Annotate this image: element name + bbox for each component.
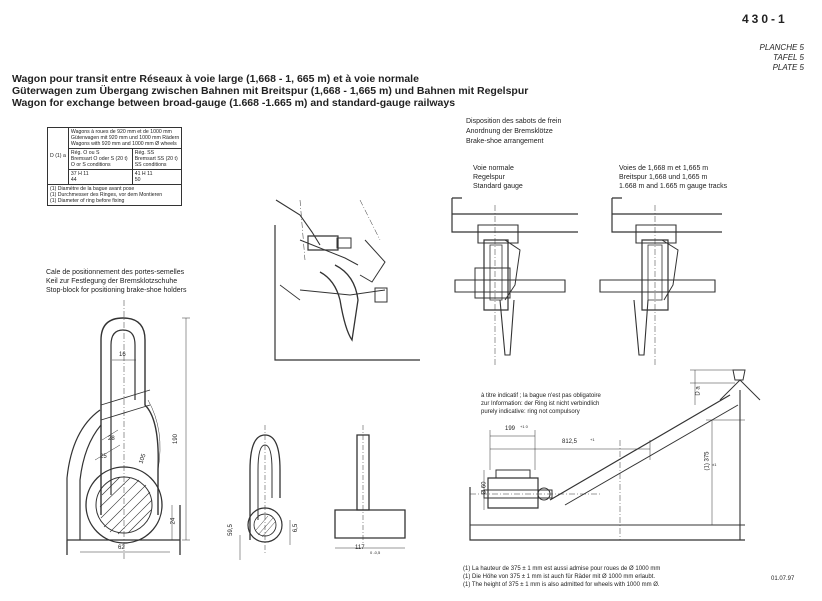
document-number: 430-1 [742,12,788,26]
stop-block-caption-fr: Cale de positionnement des portes-semell… [46,269,185,276]
broad-gauge-label-de: Breitspur 1,668 und 1,665 m [619,174,708,181]
spec-note: (1) Diamètre de la bague avant pose [50,186,135,192]
spec-header-line: Güterwagen mit 920 mm und 1000 mm Rädern [70,135,180,141]
plate-label-de: TAFEL 5 [773,53,804,62]
spec-note: (1) Diameter of ring before fixing [50,198,125,204]
broad-gauge-brake-shoe [600,198,722,365]
title-de: Güterwagen zum Übergang zwischen Bahnen … [12,85,529,97]
footnote-en: (1) The height of 375 ± 1 mm is also adm… [463,582,660,588]
spec-cell-text: Rég. O ou S [70,150,100,156]
dimension-375-tolerance: ±1 [712,462,717,467]
plate-label-fr: PLANCHE 5 [759,43,804,52]
dimension-199: 199 [505,426,516,432]
dimension-812-5-tolerance: +1 [590,437,595,442]
dimension-62: 62 [118,545,125,551]
standard-gauge-label-de: Regelspur [473,174,505,181]
standard-gauge-label-en: Standard gauge [473,183,523,190]
brake-shoe-caption-en: Brake-shoe arrangement [466,138,544,145]
spec-header: Wagons à roues de 920 mm et de 1000 mm G… [67,127,183,149]
spec-note: (1) Durchmesser des Ringes, vor dem Mont… [50,192,163,198]
spec-value: 50 [134,177,141,183]
spec-cell-text: Bremsart SS (20 t) [134,156,178,162]
footnote-de: (1) Die Höhe von 375 ± 1 mm ist auch für… [463,574,656,580]
spec-value: 41 H 11 [134,171,153,177]
spec-value: 44 [70,177,77,183]
spec-header-line: Wagons with 920 mm and 1000 mm Ø wheels [70,141,177,147]
spec-cell-text: Rég. SS [134,150,155,156]
indicative-note-fr: à titre indicatif ; la bague n'est pas o… [481,393,601,399]
title-en: Wagon for exchange between broad-gauge (… [12,97,456,109]
stop-block-top-view [335,425,405,548]
plate-label-en: PLATE 5 [772,63,804,72]
spec-col-o-s: Rég. O ou S Bremsart O oder S (20 t) O o… [67,148,133,170]
stop-block-caption-de: Keil zur Festlegung der Bremsklotzschuhe [46,278,178,285]
footnote-fr: (1) La hauteur de 375 ± 1 mm est aussi a… [463,566,661,572]
dimension-117-tolerance: 0 -0,5 [370,550,381,555]
stop-block-side-view [240,425,290,560]
spec-cell-text: SS conditions [134,162,167,168]
spec-table: D (1) a Wagons à roues de 920 mm et de 1… [46,127,183,206]
dimension-16: 16 [119,352,126,358]
dimension-812-5: 812,5 [562,439,578,445]
brake-assembly-view [275,200,420,360]
indicative-drawing [470,370,760,540]
brake-shoe-caption-de: Anordnung der Bremsklötze [466,128,553,135]
standard-gauge-label-fr: Voie normale [473,165,514,172]
dimension-199-tolerance: +1 0 [520,424,528,429]
broad-gauge-label-en: 1.668 m and 1.665 m gauge tracks [619,183,728,190]
broad-gauge-label-fr: Voies de 1,668 m et 1,665 m [619,165,709,172]
spec-cell-text: O or S conditions [70,162,111,168]
dimension-25: 25 [100,454,107,460]
spec-notes: (1) Diamètre de la bague avant pose (1) … [46,184,183,206]
spec-cell-text: Bremsart O oder S (20 t) [70,156,128,162]
spec-col-ss: Rég. SS Bremsart SS (20 t) SS conditions [131,148,183,170]
standard-gauge-brake-shoe [452,198,578,365]
spec-header-line: Wagons à roues de 920 mm et de 1000 mm [70,129,172,135]
revision-date: 01.07.97 [771,576,795,582]
brake-shoe-caption-fr: Disposition des sabots de frein [466,118,562,125]
spec-value: 37 H 11 [70,171,89,177]
stop-block-front-view [67,300,190,560]
indicative-note-en: purely indicative: ring not compulsory [481,409,580,415]
title-fr: Wagon pour transit entre Réseaux à voie … [12,73,419,85]
stop-block-caption-en: Stop-block for positioning brake-shoe ho… [46,287,187,294]
indicative-note-de: zur Information: der Ring ist nicht verb… [481,401,600,407]
